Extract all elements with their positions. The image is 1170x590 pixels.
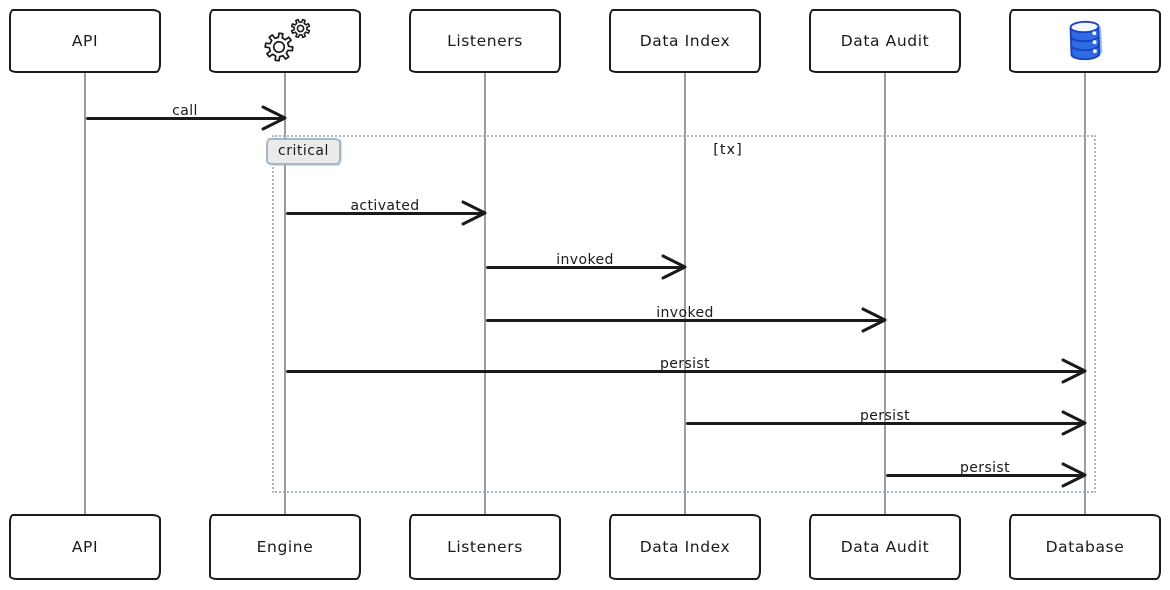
arrowhead-icon [1058,356,1088,386]
actor-top-listeners-label: Listeners [447,32,523,50]
message-persist-index: persist [685,404,1087,436]
message-invoked-index: invoked [485,248,687,280]
lifeline-listeners [484,73,486,515]
actor-bottom-listeners: Listeners [409,514,561,580]
arrowhead-icon [1058,408,1088,438]
actor-bottom-data-audit-label: Data Audit [840,538,930,556]
actor-top-api: API [9,9,161,73]
actor-top-engine [209,9,361,73]
actor-bottom-database-label: Database [1045,538,1125,556]
arrowhead-icon [658,252,688,282]
actor-bottom-data-index: Data Index [609,514,761,580]
arrow-shaft [886,474,1082,477]
message-label: persist [659,356,711,372]
message-label: persist [959,460,1011,476]
actor-bottom-database: Database [1009,514,1161,580]
actor-top-data-index-label: Data Index [639,32,731,50]
arrow-shaft [686,422,1082,425]
actor-bottom-listeners-label: Listeners [447,538,523,556]
actor-bottom-api: API [9,514,161,580]
actor-top-data-index: Data Index [609,9,761,73]
arrowhead-icon [458,198,488,228]
lifeline-database [1084,73,1086,515]
actor-top-api-label: API [71,32,99,50]
critical-block-label: critical [266,138,341,165]
arrowhead-icon [858,305,888,335]
arrow-shaft [486,266,682,269]
lifeline-data-index [684,73,686,515]
message-activated: activated [285,194,487,226]
message-label: persist [859,408,911,424]
message-invoked-audit: invoked [485,301,887,333]
arrowhead-icon [1058,460,1088,490]
actor-top-data-audit-label: Data Audit [840,32,930,50]
database-icon [1063,17,1107,65]
message-persist-engine: persist [285,352,1087,384]
actor-bottom-data-index-label: Data Index [639,538,731,556]
actor-bottom-data-audit: Data Audit [809,514,961,580]
gears-icon [256,16,314,66]
lifeline-api [84,73,86,515]
critical-block-condition: [tx] [713,142,743,158]
arrowhead-icon [258,103,288,133]
arrow-shaft [486,319,882,322]
message-label: invoked [656,305,714,321]
message-label: call [172,103,198,119]
actor-top-data-audit: Data Audit [809,9,961,73]
message-persist-audit: persist [885,456,1087,488]
actor-bottom-api-label: API [71,538,99,556]
arrow-shaft [86,117,282,120]
lifeline-data-audit [884,73,886,515]
arrow-shaft [286,370,1082,373]
actor-top-listeners: Listeners [409,9,561,73]
message-label: invoked [556,252,614,268]
critical-block-frame [272,135,1096,493]
actor-bottom-engine-label: Engine [256,538,314,556]
lifeline-engine [284,73,286,515]
message-label: activated [350,198,420,214]
actor-bottom-engine: Engine [209,514,361,580]
arrow-shaft [286,212,482,215]
actor-top-database [1009,9,1161,73]
message-call: call [85,99,287,131]
